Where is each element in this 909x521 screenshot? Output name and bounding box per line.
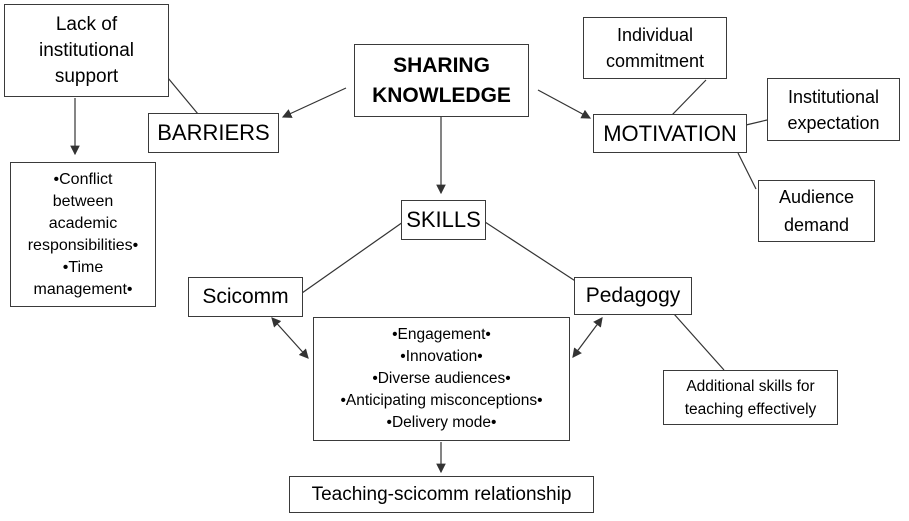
line-skills-to-scicomm bbox=[301, 221, 404, 294]
node-scicomm: Scicomm bbox=[188, 277, 303, 317]
node-sharing-line-2: KNOWLEDGE bbox=[372, 83, 511, 107]
node-lack-support-line-1: Lack of bbox=[55, 13, 118, 35]
skills-list-diverse-audiences: •Diverse audiences• bbox=[372, 370, 511, 387]
node-motivation-label: MOTIVATION bbox=[603, 120, 737, 146]
barrier-list-line-2: between bbox=[52, 192, 114, 210]
node-barriers: BARRIERS bbox=[148, 113, 279, 153]
node-audience-demand: Audience demand bbox=[758, 180, 875, 242]
skills-list-delivery-mode: •Delivery mode• bbox=[386, 414, 497, 431]
node-sharing-knowledge: SHARING KNOWLEDGE bbox=[354, 44, 529, 117]
node-audience-line-2: demand bbox=[783, 215, 850, 235]
node-commitment-line-1: Individual bbox=[616, 25, 694, 45]
node-expectation-line-2: expectation bbox=[787, 112, 880, 133]
skills-list-innovation: •Innovation• bbox=[400, 348, 483, 365]
node-pedagogy: Pedagogy bbox=[574, 277, 692, 315]
node-barriers-label: BARRIERS bbox=[157, 120, 270, 145]
node-commitment-line-2: commitment bbox=[605, 51, 704, 71]
node-audience-line-1: Audience bbox=[778, 187, 855, 207]
node-sharing-line-1: SHARING bbox=[393, 53, 490, 77]
node-motivation: MOTIVATION bbox=[593, 114, 747, 153]
barrier-list-line-6: management• bbox=[33, 280, 133, 298]
node-additional-skills: Additional skills for teaching effective… bbox=[663, 370, 838, 425]
node-scicomm-label: Scicomm bbox=[202, 285, 289, 308]
node-additional-line-1: Additional skills for bbox=[686, 377, 815, 395]
arrow-pedagogy-to-skills-list bbox=[572, 317, 603, 358]
barrier-list-line-4: responsibilities• bbox=[27, 236, 139, 254]
node-skills-list: •Engagement• •Innovation• •Diverse audie… bbox=[313, 317, 570, 441]
barrier-list-line-1: •Conflict bbox=[53, 170, 113, 188]
arrow-scicomm-to-skills-list bbox=[271, 317, 309, 359]
node-institutional-expectation: Institutional expectation bbox=[767, 78, 900, 141]
node-lack-support-line-2: institutional bbox=[38, 39, 135, 61]
node-additional-line-2: teaching effectively bbox=[684, 400, 817, 418]
node-lack-of-institutional-support: Lack of institutional support bbox=[4, 4, 169, 97]
node-pedagogy-label: Pedagogy bbox=[585, 284, 681, 307]
node-skills-label: SKILLS bbox=[406, 207, 481, 232]
node-barrier-list: •Conflict between academic responsibilit… bbox=[10, 162, 156, 307]
line-motivation-to-commitment bbox=[671, 79, 707, 116]
line-motivation-to-audience bbox=[737, 152, 757, 190]
skills-list-engagement: •Engagement• bbox=[392, 326, 491, 343]
barrier-list-line-5: •Time bbox=[62, 258, 104, 276]
line-lack-support-to-barriers bbox=[167, 77, 199, 115]
node-skills: SKILLS bbox=[401, 200, 486, 240]
skills-list-anticipating-misconceptions: •Anticipating misconceptions• bbox=[340, 392, 543, 409]
node-relationship-label: Teaching-scicomm relationship bbox=[311, 483, 572, 505]
barrier-list-line-3: academic bbox=[48, 214, 118, 232]
arrow-sharing-to-motivation bbox=[537, 89, 592, 119]
line-skills-to-pedagogy bbox=[484, 221, 584, 287]
node-expectation-line-1: Institutional bbox=[787, 86, 880, 107]
node-lack-support-line-3: support bbox=[54, 65, 119, 87]
line-motivation-to-expectation bbox=[745, 119, 768, 126]
node-teaching-scicomm-relationship: Teaching-scicomm relationship bbox=[289, 476, 594, 513]
line-pedagogy-to-additional bbox=[673, 313, 725, 371]
node-individual-commitment: Individual commitment bbox=[583, 17, 727, 79]
arrow-sharing-to-barriers bbox=[281, 87, 347, 118]
